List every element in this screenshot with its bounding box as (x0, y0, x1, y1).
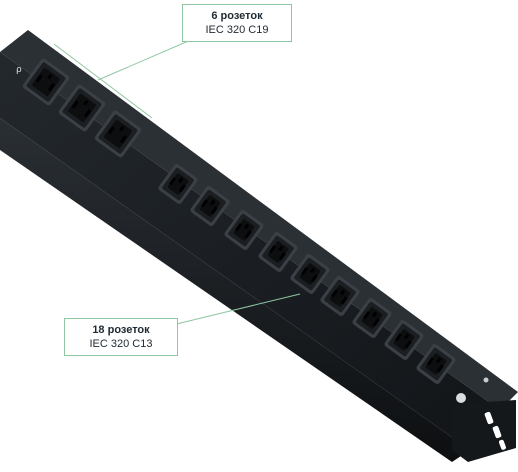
c19-socket-group (22, 58, 142, 158)
c13-socket-1 (158, 164, 198, 204)
c19-type-label: IEC 320 C19 (205, 24, 269, 36)
svg-text:ρ: ρ (16, 65, 22, 75)
mounting-bracket (452, 400, 516, 462)
c13-callout-leader (159, 293, 301, 329)
c19-count-label: 6 розеток (211, 10, 263, 22)
c13-socket-4 (258, 232, 298, 272)
c13-socket-8 (384, 320, 424, 360)
c13-socket-5 (290, 254, 330, 294)
pdu-side-face (0, 118, 470, 462)
c13-callout-label: 18 розеток IEC 320 C13 (64, 318, 178, 356)
c19-socket-3 (94, 110, 142, 158)
c13-type-label: IEC 320 C13 (89, 338, 153, 350)
c13-socket-2 (190, 186, 230, 226)
c13-socket-7 (352, 298, 392, 338)
c13-socket-3 (224, 210, 264, 250)
c19-callout-leader (53, 35, 201, 119)
c13-socket-9 (416, 344, 456, 384)
c19-callout-label: 6 розеток IEC 320 C19 (182, 4, 292, 42)
ground-screw-icon (456, 393, 466, 403)
c13-socket-group (158, 164, 456, 384)
c19-socket-2 (58, 84, 106, 132)
c13-count-label: 18 розеток (92, 324, 150, 336)
c19-socket-1 (22, 58, 70, 106)
c13-socket-6 (320, 276, 360, 316)
